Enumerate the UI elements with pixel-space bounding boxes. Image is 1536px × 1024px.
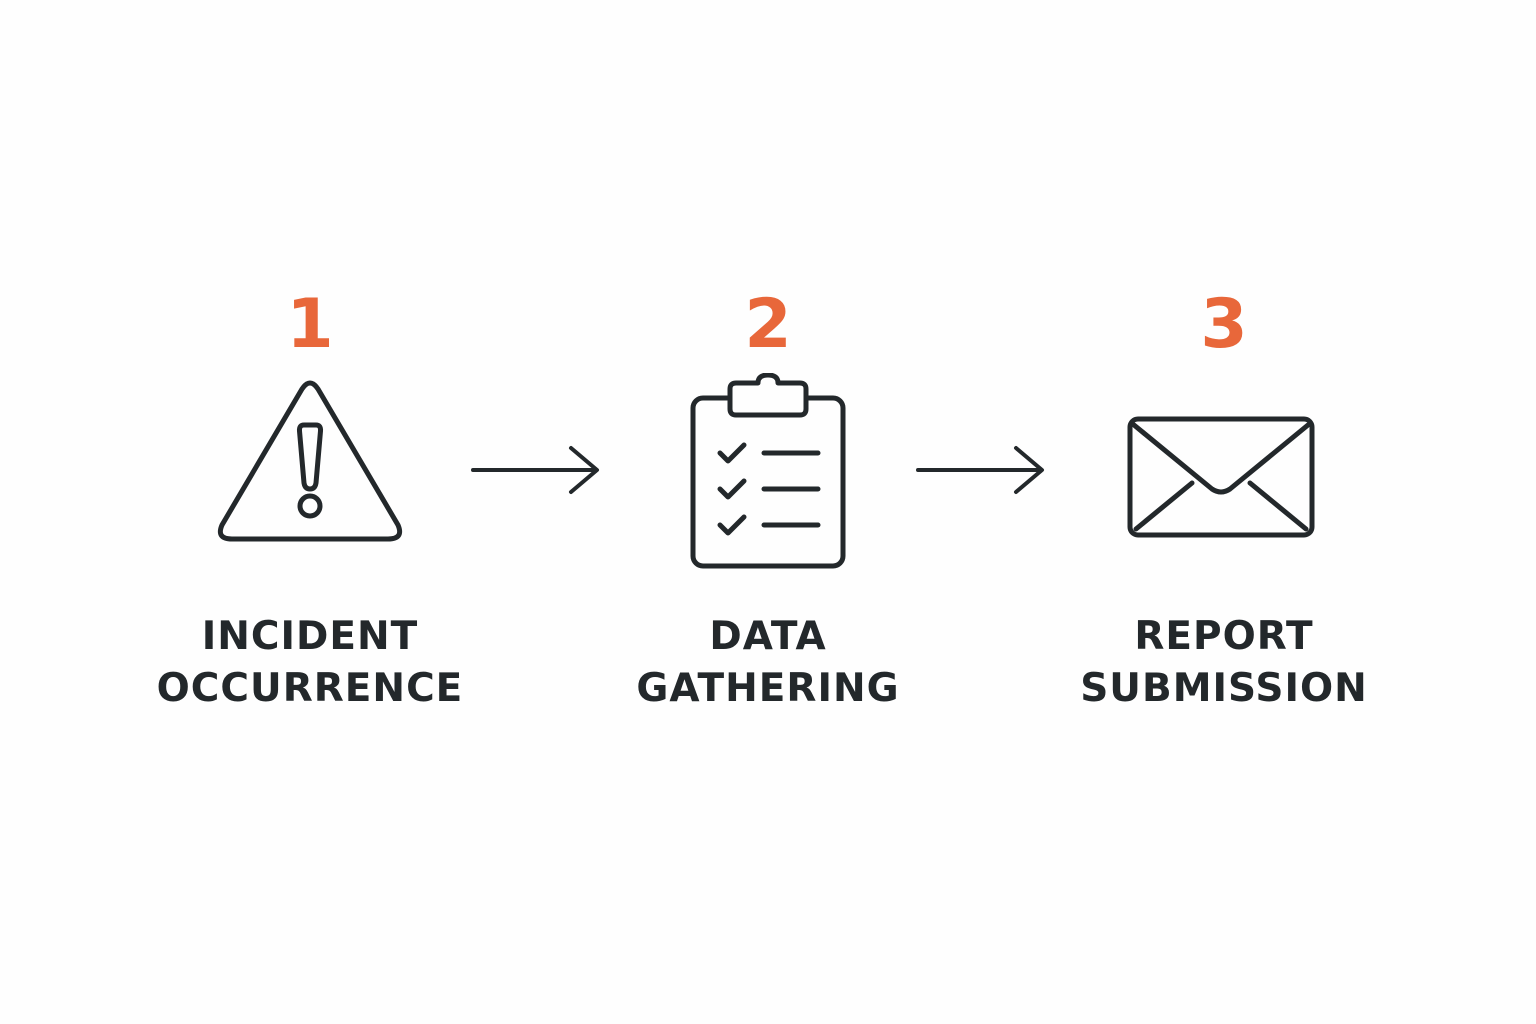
step-data-gathering: 2 DATA GATHERING (548, 285, 988, 725)
step-label-line: INCIDENT (201, 614, 419, 659)
clipboard-checklist-icon (668, 373, 868, 573)
step-label-line: REPORT (1134, 614, 1314, 659)
arrow-right-icon (465, 440, 605, 500)
arrow-right-icon (910, 440, 1050, 500)
step-label-line: SUBMISSION (1080, 666, 1368, 711)
step-number: 1 (286, 285, 334, 364)
step-report-submission: 3 REPORT SUBMISSION (1004, 285, 1444, 725)
envelope-icon (1124, 373, 1324, 573)
step-label-line: DATA (709, 614, 827, 659)
step-label-line: GATHERING (636, 666, 900, 711)
step-label-line: OCCURRENCE (156, 666, 464, 711)
step-label: DATA GATHERING (548, 611, 988, 715)
warning-triangle-icon (210, 373, 410, 573)
step-number: 3 (1200, 285, 1248, 364)
step-label: REPORT SUBMISSION (1004, 611, 1444, 715)
step-number: 2 (744, 285, 792, 364)
step-incident-occurrence: 1 INCIDENT OCCURRENCE (90, 285, 530, 725)
step-label: INCIDENT OCCURRENCE (90, 611, 530, 715)
